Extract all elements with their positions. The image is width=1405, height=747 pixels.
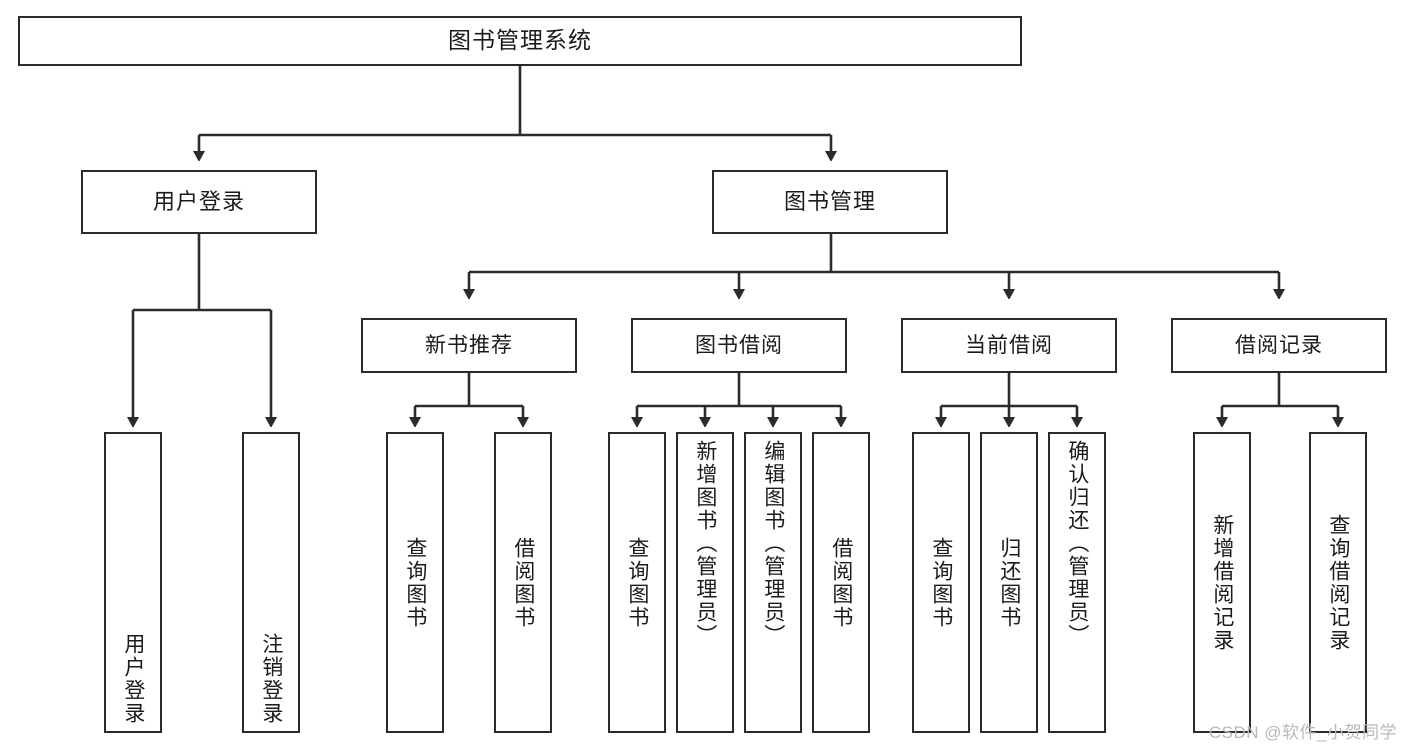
node-current-borrow[interactable]: 当前借阅	[901, 318, 1117, 373]
node-leaf-add-book[interactable]: 新增图书（管理员）	[676, 432, 734, 733]
watermark-text: CSDN @软件_小贺同学	[1208, 723, 1397, 742]
node-book-manage-label: 图书管理	[783, 188, 876, 214]
node-leaf-borrow-book-1-label: 借阅图书	[511, 536, 535, 629]
node-leaf-borrow-book-1[interactable]: 借阅图书	[494, 432, 552, 733]
node-leaf-user-login-label: 用户登录	[121, 633, 145, 725]
node-root-label: 图书管理系统	[448, 27, 592, 54]
node-leaf-add-record-label: 新增借阅记录	[1210, 513, 1234, 652]
node-leaf-edit-book-label: 编辑图书（管理员）	[761, 440, 785, 647]
node-leaf-query-book-1-label: 查询图书	[403, 536, 427, 629]
node-leaf-borrow-book-2[interactable]: 借阅图书	[812, 432, 870, 733]
node-leaf-add-book-label: 新增图书（管理员）	[693, 440, 717, 647]
node-new-book-recommend-label: 新书推荐	[425, 333, 513, 357]
node-leaf-query-book-3-label: 查询图书	[929, 536, 953, 629]
node-leaf-query-book-3[interactable]: 查询图书	[912, 432, 970, 733]
node-borrow-record-label: 借阅记录	[1235, 333, 1323, 357]
node-user-login[interactable]: 用户登录	[81, 170, 317, 234]
node-leaf-query-book-2[interactable]: 查询图书	[608, 432, 666, 733]
node-leaf-query-book-2-label: 查询图书	[625, 536, 649, 629]
node-leaf-return-book-label: 归还图书	[997, 536, 1021, 629]
node-leaf-add-record[interactable]: 新增借阅记录	[1193, 432, 1251, 733]
node-leaf-query-record-label: 查询借阅记录	[1326, 513, 1350, 652]
node-leaf-confirm-return[interactable]: 确认归还（管理员）	[1048, 432, 1106, 733]
node-book-manage[interactable]: 图书管理	[712, 170, 948, 234]
node-leaf-query-book-1[interactable]: 查询图书	[386, 432, 444, 733]
node-book-borrow-label: 图书借阅	[695, 333, 783, 357]
node-book-borrow[interactable]: 图书借阅	[631, 318, 847, 373]
node-current-borrow-label: 当前借阅	[965, 333, 1053, 357]
node-leaf-borrow-book-2-label: 借阅图书	[829, 536, 853, 629]
node-root[interactable]: 图书管理系统	[18, 16, 1022, 66]
node-leaf-return-book[interactable]: 归还图书	[980, 432, 1038, 733]
node-borrow-record[interactable]: 借阅记录	[1171, 318, 1387, 373]
node-leaf-query-record[interactable]: 查询借阅记录	[1309, 432, 1367, 733]
node-new-book-recommend[interactable]: 新书推荐	[361, 318, 577, 373]
node-leaf-logout-label: 注销登录	[259, 633, 283, 725]
node-leaf-edit-book[interactable]: 编辑图书（管理员）	[744, 432, 802, 733]
node-user-login-label: 用户登录	[152, 188, 245, 214]
node-leaf-user-login[interactable]: 用户登录	[104, 432, 162, 733]
node-leaf-confirm-return-label: 确认归还（管理员）	[1065, 440, 1089, 647]
node-leaf-logout[interactable]: 注销登录	[242, 432, 300, 733]
